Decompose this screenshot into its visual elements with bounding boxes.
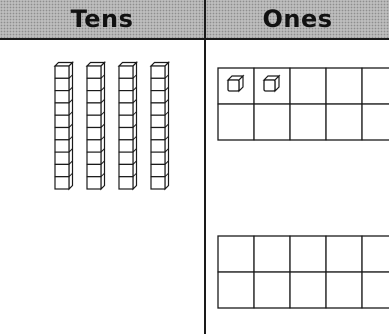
unit-cube-segment	[87, 152, 101, 164]
ten-frame-cell	[362, 272, 389, 308]
unit-cube-segment	[87, 177, 101, 189]
unit-cube-segment	[151, 66, 165, 78]
unit-cube-segment	[151, 115, 165, 127]
ten-frame-cell	[218, 236, 254, 272]
ten-frame-cell	[326, 236, 362, 272]
unit-cube-segment	[119, 78, 133, 90]
unit-cube-segment	[119, 177, 133, 189]
unit-cube-segment	[87, 140, 101, 152]
unit-cube-segment	[87, 115, 101, 127]
unit-cube-segment	[151, 152, 165, 164]
unit-cube-segment	[119, 66, 133, 78]
ten-frame-bottom	[218, 236, 389, 308]
unit-cube-segment	[55, 103, 69, 115]
unit-cube-segment	[119, 164, 133, 176]
unit-cube-segment	[87, 103, 101, 115]
unit-cube-segment	[119, 115, 133, 127]
ten-frame-cell	[254, 104, 290, 140]
unit-cube-segment	[55, 115, 69, 127]
tens-rod	[151, 63, 169, 190]
tens-rod	[119, 63, 137, 190]
ten-frame-top	[218, 68, 389, 140]
unit-cube	[228, 76, 243, 91]
unit-cube-segment	[119, 152, 133, 164]
unit-cube-segment	[55, 66, 69, 78]
unit-cube-segment	[119, 103, 133, 115]
unit-cube-segment	[151, 103, 165, 115]
unit-cube	[264, 76, 279, 91]
unit-cube-segment	[55, 128, 69, 140]
unit-cube-segment	[55, 164, 69, 176]
ten-frame-cell	[254, 236, 290, 272]
unit-cube-segment	[151, 128, 165, 140]
tens-rod	[55, 63, 73, 190]
ten-frame-cell	[290, 68, 326, 104]
unit-cube-segment	[87, 78, 101, 90]
unit-cube-segment	[119, 91, 133, 103]
ten-frame-cell	[326, 104, 362, 140]
ten-frame-cell	[362, 236, 389, 272]
unit-cube-segment	[119, 128, 133, 140]
unit-cube-segment	[87, 66, 101, 78]
ten-frame-cell	[326, 272, 362, 308]
unit-cube-segment	[55, 177, 69, 189]
unit-cube-segment	[55, 91, 69, 103]
unit-cube-segment	[55, 152, 69, 164]
unit-cube-segment	[87, 128, 101, 140]
ten-frame-cell	[290, 104, 326, 140]
unit-cube-segment	[151, 140, 165, 152]
unit-cube-segment	[151, 91, 165, 103]
ten-frame-cell	[290, 236, 326, 272]
ten-frame-cell	[254, 272, 290, 308]
unit-cube-segment	[55, 140, 69, 152]
ten-frame-cell	[326, 68, 362, 104]
unit-cube-segment	[119, 140, 133, 152]
unit-cube-segment	[87, 91, 101, 103]
ten-frame-cell	[218, 104, 254, 140]
unit-cube-segment	[55, 78, 69, 90]
unit-cube-segment	[151, 78, 165, 90]
unit-cube-segment	[87, 164, 101, 176]
ten-frame-cell	[218, 272, 254, 308]
ten-frame-cell	[290, 272, 326, 308]
unit-cube-segment	[151, 164, 165, 176]
unit-cube-segment	[151, 177, 165, 189]
tens-rod	[87, 63, 105, 190]
ten-frame-cell	[362, 104, 389, 140]
ten-frame-cell	[362, 68, 389, 104]
